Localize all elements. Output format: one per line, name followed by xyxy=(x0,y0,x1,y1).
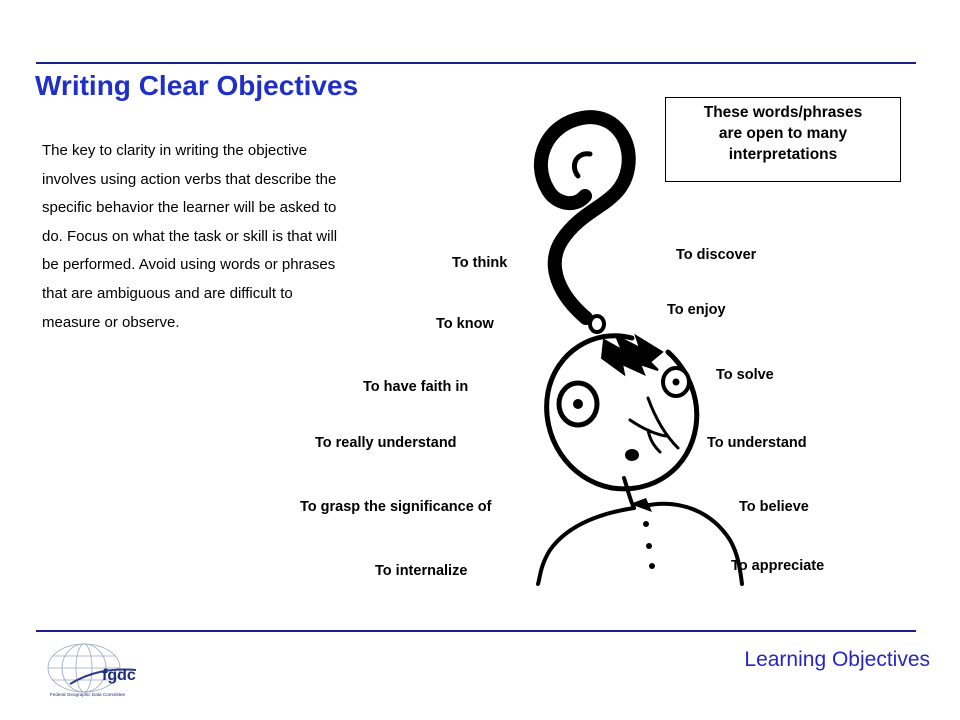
hair-curl xyxy=(533,110,636,325)
fgdc-logo: fgdc Federal Geographic Data Committee xyxy=(47,643,137,697)
mouth xyxy=(625,449,639,461)
callout-line-2: are open to many xyxy=(718,125,848,142)
phrase-to-know: To know xyxy=(436,316,494,332)
head-outline xyxy=(544,333,700,492)
cheek-stroke-3 xyxy=(646,428,662,454)
body-outline-right xyxy=(642,501,744,586)
logo-subtext: Federal Geographic Data Committee xyxy=(50,692,126,697)
hair-zigzag xyxy=(600,333,664,377)
phrase-to-grasp-the-significance-of: To grasp the significance of xyxy=(300,499,492,515)
logo-swoosh xyxy=(69,668,137,685)
body-outline xyxy=(536,506,636,586)
slide-title: Writing Clear Objectives xyxy=(35,70,359,101)
bottom-rule xyxy=(36,630,916,632)
phrase-to-appreciate: To appreciate xyxy=(731,558,825,574)
phrase-to-discover: To discover xyxy=(676,247,757,263)
top-rule xyxy=(36,62,916,64)
body-paragraph: The key to clarity in writing the object… xyxy=(42,142,338,331)
logo-text: fgdc xyxy=(102,667,136,684)
cheek-stroke-1 xyxy=(646,396,680,450)
phrase-to-solve: To solve xyxy=(716,367,774,383)
phrase-to-think: To think xyxy=(452,255,508,271)
button-3 xyxy=(649,563,655,569)
phrase-to-really-understand: To really understand xyxy=(315,435,457,451)
left-pupil xyxy=(573,399,583,409)
phrase-to-understand: To understand xyxy=(707,435,807,451)
callout-line-3: interpretations xyxy=(728,146,838,163)
neck xyxy=(622,476,636,510)
button-2 xyxy=(646,543,652,549)
phrase-to-believe: To believe xyxy=(739,499,809,515)
section-label: Learning Objectives xyxy=(744,648,930,671)
collar xyxy=(630,498,652,512)
phrase-to-have-faith-in: To have faith in xyxy=(363,379,469,395)
phrase-to-internalize: To internalize xyxy=(375,563,468,579)
phrase-to-enjoy: To enjoy xyxy=(667,302,726,318)
callout-line-1: These words/phrases xyxy=(703,104,863,121)
hair-bead xyxy=(588,314,606,334)
hair-curl-inner xyxy=(572,151,593,179)
button-1 xyxy=(643,521,649,527)
globe-grid-icon xyxy=(47,643,121,693)
callout-box: These words/phrases are open to many int… xyxy=(665,97,901,182)
right-pupil xyxy=(672,378,680,386)
